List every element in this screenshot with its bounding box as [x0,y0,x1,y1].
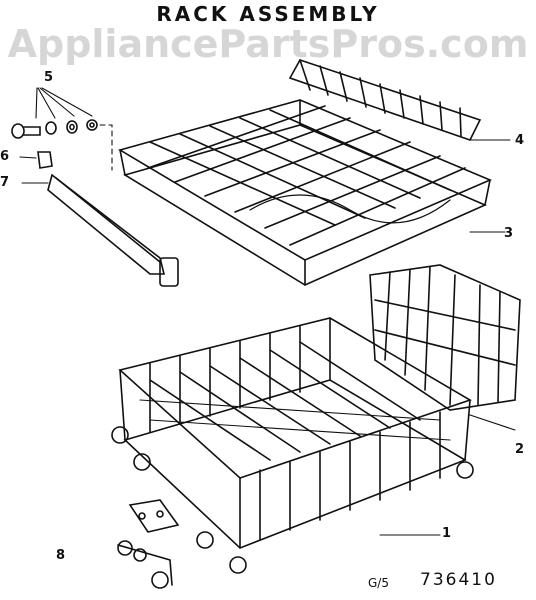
part-5-screw-set [11,87,98,139]
part-7-rail [21,173,179,287]
watermark: AppliancePartsPros.com [7,22,529,66]
part-code: 736410 [420,570,497,590]
callout-8: 8 [56,548,66,563]
callout-3: 3 [504,226,514,241]
part-1-lower-rack [111,317,474,574]
part-6-clip [19,151,53,169]
callout-5: 5 [44,70,54,85]
callout-1: 1 [442,526,452,541]
diagram-title: RACK ASSEMBLY [156,2,380,26]
callout-6: 6 [0,149,10,164]
callout-7: 7 [0,175,10,190]
part-2-basket [369,264,521,431]
sheet-number: G/5 [368,576,389,590]
part-8-wheels [117,499,180,589]
part-3-upper-rack [117,99,506,286]
callout-2: 2 [515,442,525,457]
part-4-cup-shelf [288,59,511,141]
callout-4: 4 [515,133,525,148]
